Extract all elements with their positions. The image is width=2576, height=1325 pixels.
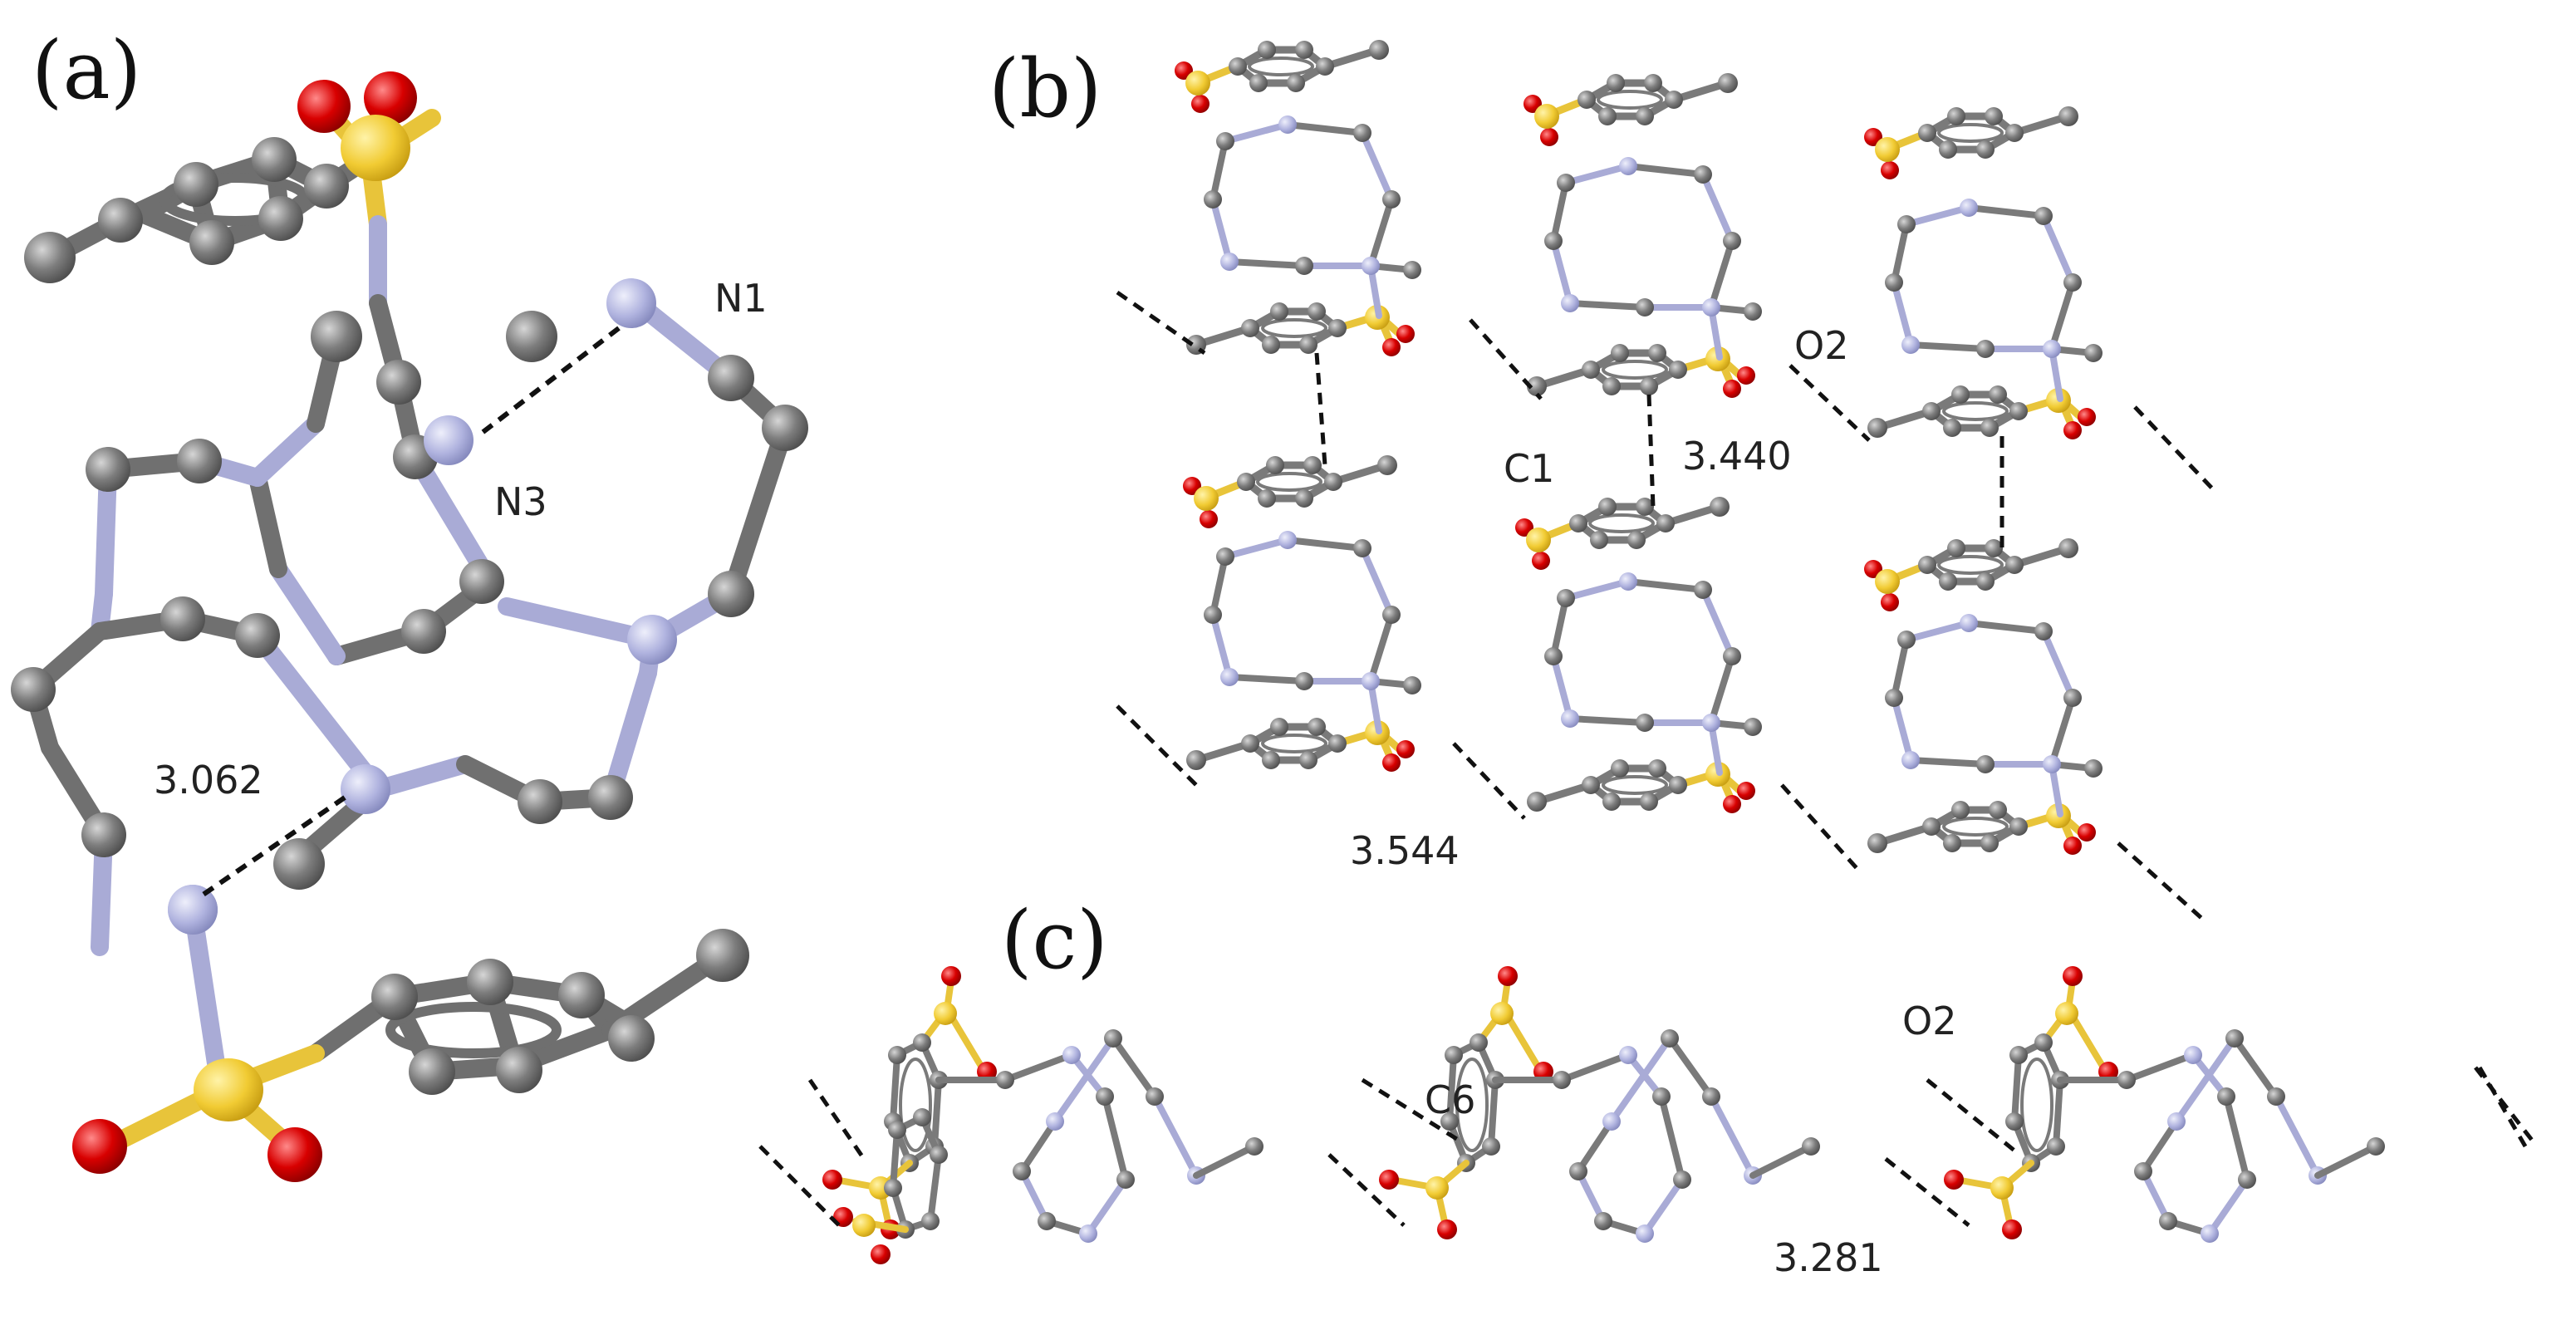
panel-c-chain-unit xyxy=(1379,966,1820,1243)
panel-b-top-tolyl xyxy=(1864,538,2078,611)
panel-a-hbond-lower xyxy=(198,795,346,900)
panel-a-macrocycle xyxy=(11,215,808,956)
panel-a-distance: 3.062 xyxy=(154,758,263,802)
panel-c-chain-end xyxy=(833,1108,948,1264)
panel-c: (c) C6 O2 3.281 xyxy=(758,894,2535,1280)
panel-b-contacts xyxy=(1116,290,2215,920)
panel-c-contacts xyxy=(758,1066,2535,1227)
panel-b-molecule-unit xyxy=(1867,199,2103,439)
panel-b-top-tolyl xyxy=(1515,497,1730,570)
panel-a-top-sulfonyl xyxy=(297,71,441,233)
panel-c-distance: 3.281 xyxy=(1774,1235,1883,1280)
panel-b-distance-contact: 3.544 xyxy=(1350,828,1460,873)
panel-b-atom-o2: O2 xyxy=(1794,323,1848,368)
panel-b-molecule-unit xyxy=(1186,531,1421,772)
panel-b-top-tolyl xyxy=(1864,106,2078,179)
panel-b-molecule-unit xyxy=(1867,614,2103,855)
panel-c-chain-unit xyxy=(822,966,1263,1243)
panel-c-label: (c) xyxy=(1001,894,1108,987)
panel-a-atom-n3: N3 xyxy=(494,479,547,524)
panel-b-label: (b) xyxy=(989,42,1102,135)
panel-a-atom-n1: N1 xyxy=(714,276,768,321)
panel-b-molecule-unit xyxy=(1527,157,1762,398)
panel-b-atom-c1: C1 xyxy=(1504,446,1554,491)
panel-a-hbond-upper xyxy=(476,326,621,439)
panel-c-chain-unit xyxy=(1944,966,2385,1243)
panel-c-atom-o2: O2 xyxy=(1902,999,1956,1043)
panel-b-top-tolyl xyxy=(1183,455,1397,528)
panel-a-label: (a) xyxy=(32,24,141,117)
panel-a-bottom-tolyl xyxy=(72,885,749,1182)
panel-a-top-tolyl xyxy=(24,137,379,283)
panel-a: (a) xyxy=(11,24,808,1182)
panel-b-molecules xyxy=(1175,40,2103,855)
panel-b-top-tolyl xyxy=(1175,40,1389,113)
panel-b: (b) O2 C1 3.440 3.544 xyxy=(989,40,2215,920)
panel-c-atom-c6: C6 xyxy=(1425,1077,1475,1122)
panel-c-chain xyxy=(822,966,2385,1264)
panel-b-molecule-unit xyxy=(1186,115,1421,356)
panel-b-top-tolyl xyxy=(1524,73,1738,146)
panel-b-molecule-unit xyxy=(1527,572,1762,813)
panel-b-distance-stack: 3.440 xyxy=(1682,434,1792,478)
